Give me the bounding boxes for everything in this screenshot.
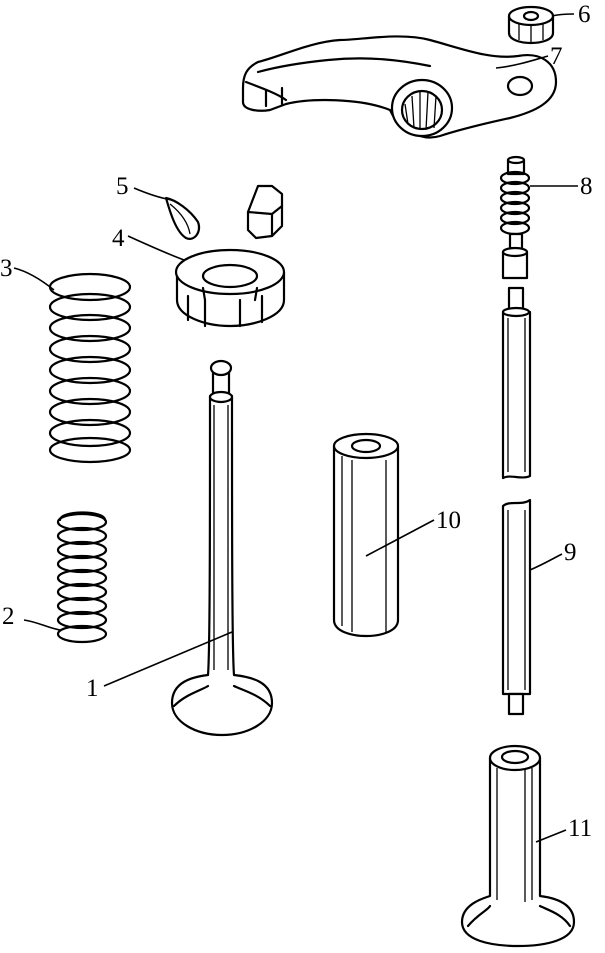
part-6-nut — [507, 5, 555, 45]
part-2-inner-spring — [56, 511, 108, 644]
label-part-5: 5 — [116, 173, 129, 200]
label-part-2: 2 — [2, 603, 15, 630]
label-part-11: 11 — [568, 815, 592, 842]
part-11-tappet — [460, 744, 576, 948]
leader-lines — [13, 13, 578, 843]
part-labels: 1 2 3 4 5 6 7 8 9 10 11 — [0, 1, 593, 842]
label-part-3: 3 — [0, 255, 13, 282]
part-9-push-rod — [501, 286, 532, 716]
part-4-spring-retainer — [174, 248, 286, 328]
label-part-9: 9 — [564, 539, 577, 566]
label-part-10: 10 — [436, 507, 461, 534]
part-5-valve-locks — [164, 184, 284, 240]
part-8-adjusting-screw — [499, 155, 531, 280]
label-part-6: 6 — [578, 1, 591, 28]
label-part-4: 4 — [112, 225, 125, 252]
part-3-outer-spring — [48, 272, 132, 464]
label-part-7: 7 — [550, 43, 563, 70]
part-7-rocker-arm — [241, 35, 558, 139]
label-part-8: 8 — [580, 173, 593, 200]
label-part-1: 1 — [86, 675, 99, 702]
part-10-valve-guide — [332, 432, 400, 638]
part-1-valve — [170, 359, 274, 737]
